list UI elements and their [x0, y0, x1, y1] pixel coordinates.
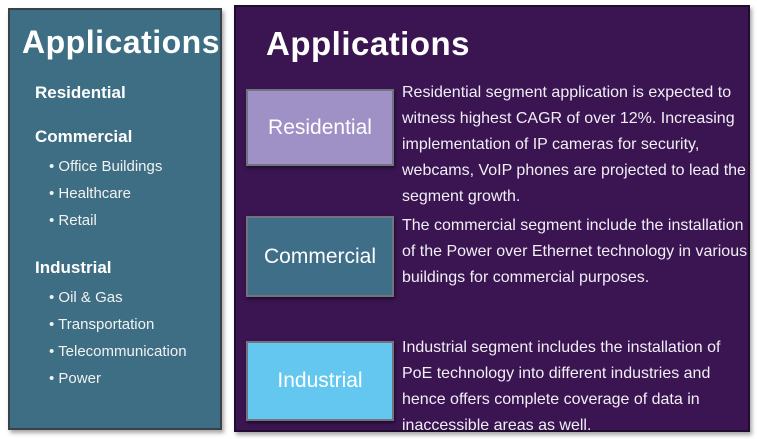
- left-panel-title: Applications: [22, 24, 221, 60]
- residential-label-box: Residential: [246, 89, 394, 166]
- list-item: Power: [49, 365, 220, 392]
- industrial-label: Industrial: [277, 369, 363, 392]
- industrial-label-box: Industrial: [246, 341, 394, 421]
- residential-label: Residential: [268, 115, 372, 139]
- group-industrial: Industrial Oil & Gas Transportation Tele…: [35, 258, 220, 392]
- list-item: Telecommunication: [49, 338, 220, 365]
- commercial-items-list: Office Buildings Healthcare Retail: [35, 153, 220, 234]
- right-panel-title: Applications: [266, 25, 471, 62]
- list-item: Office Buildings: [49, 153, 220, 180]
- applications-detail-panel: Applications Residential Residential seg…: [234, 5, 750, 434]
- commercial-label-box: Commercial: [246, 216, 394, 297]
- commercial-description: The commercial segment include the insta…: [402, 217, 748, 286]
- applications-list-panel: Applications Residential Commercial Offi…: [8, 8, 222, 430]
- list-item: Transportation: [49, 311, 220, 338]
- group-commercial: Commercial Office Buildings Healthcare R…: [35, 127, 220, 234]
- commercial-label: Commercial: [263, 244, 376, 268]
- left-panel-content: Residential Commercial Office Buildings …: [35, 83, 220, 392]
- residential-description: Residential segment application is expec…: [402, 84, 746, 205]
- list-item: Oil & Gas: [49, 284, 220, 311]
- industrial-items-list: Oil & Gas Transportation Telecommunicati…: [35, 284, 220, 392]
- group-label-commercial: Commercial: [35, 127, 133, 146]
- group-residential: Residential: [35, 83, 220, 103]
- list-item: Healthcare: [49, 180, 220, 207]
- group-label-residential: Residential: [35, 83, 126, 102]
- group-label-industrial: Industrial: [35, 258, 112, 277]
- industrial-description: Industrial segment includes the installa…: [402, 339, 721, 434]
- list-item: Retail: [49, 207, 220, 234]
